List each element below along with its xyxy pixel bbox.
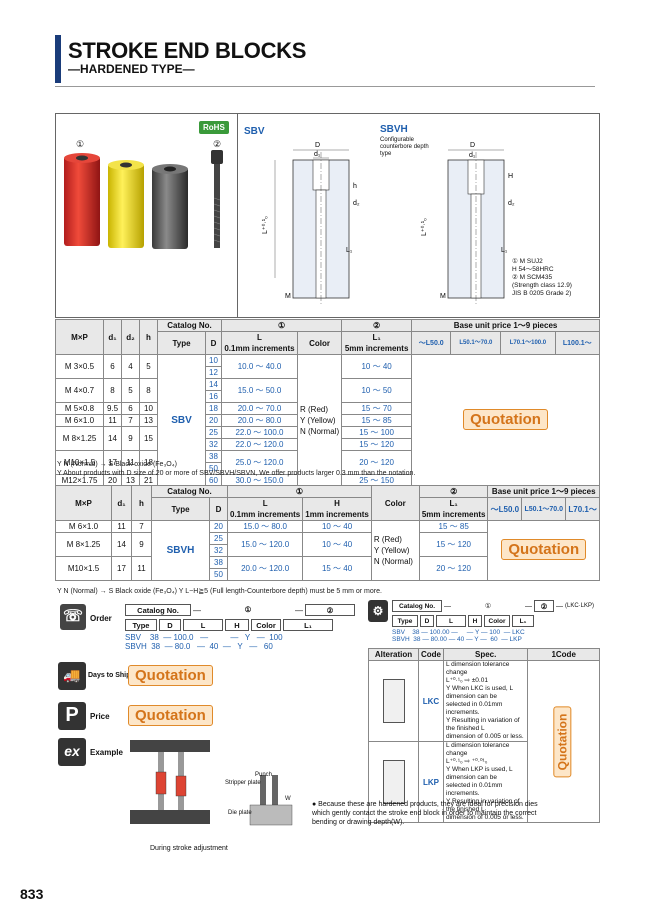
sbvh-drawing-note: Configurable counterbore depth type <box>380 137 429 157</box>
page-number: 833 <box>20 886 44 902</box>
col-h: h <box>139 319 158 355</box>
table1-quotation: Quotation <box>463 409 548 430</box>
red-block-photo <box>64 150 100 250</box>
alteration-quotation: Quotation <box>553 706 572 777</box>
technical-drawing-area <box>237 114 599 317</box>
col-c1: ① <box>220 319 343 332</box>
example-note: ● Because these are hardened products, t… <box>312 801 538 826</box>
table2-note: Y N (Normal) → S Black oxide (Fe₃O₄) Y L… <box>57 588 382 595</box>
col-catalog: Catalog No. <box>157 319 222 332</box>
table1-note-2: Y About products with D size of 20 or mo… <box>57 470 416 477</box>
dim-d: D <box>315 142 320 149</box>
svg-text:L₁: L₁ <box>501 247 508 254</box>
order-icon: ☏ <box>60 604 86 630</box>
dim-l1: L₁ <box>346 247 353 254</box>
col-d2: d₂ <box>121 319 140 355</box>
col-d1: d₁ <box>103 319 122 355</box>
order-label: Order <box>90 614 112 623</box>
svg-text:H: H <box>508 173 513 180</box>
dim-d1: d₁ <box>314 151 321 158</box>
table2-quotation: Quotation <box>501 539 587 560</box>
page-title: STROKE END BLOCKS <box>68 38 307 63</box>
col-c2: ② <box>341 319 413 332</box>
sbvh-drawing: D d₁ H d₂ L₁ L⁺⁰·¹₀ M <box>420 130 530 310</box>
days-to-ship-quotation: Quotation <box>128 665 213 686</box>
dim-l: L⁺⁰·¹₀ <box>261 216 269 234</box>
example-punch-label: Punch <box>255 772 273 778</box>
truck-icon: 🚚 <box>58 662 86 690</box>
page-subtitle: —HARDENED TYPE— <box>68 62 195 76</box>
sbv-drawing-label: SBV <box>244 126 265 137</box>
black-block-photo <box>152 161 188 253</box>
example-w-label: W <box>285 796 291 802</box>
table1-note-1: Y N (Normal) → S Black oxide (Fe₃O₄) <box>57 461 177 468</box>
sbvh-drawing-label: SBVH <box>380 124 408 135</box>
order-format: Catalog No. — ① — ② Type D L H Color L₁ … <box>125 604 360 651</box>
example-icon: ex <box>58 738 86 766</box>
col-mp: M×P <box>55 319 104 355</box>
dim-h: h <box>353 183 357 190</box>
svg-text:L⁺⁰·¹₀: L⁺⁰·¹₀ <box>420 218 428 236</box>
example-stripper-label: Stripper plate <box>225 780 261 786</box>
photo-label-1: ① <box>76 139 85 149</box>
product-overview-box <box>55 113 600 318</box>
sbv-drawing: D d₁ h d₂ L₁ L⁺⁰·¹₀ M <box>255 130 375 310</box>
photo-label-2: ② <box>213 139 222 149</box>
order-example-2: SBVH 38 — 80.0 — 40 — Y — 60 <box>125 642 273 651</box>
dim-m: M <box>285 293 291 300</box>
alteration-order-icon: ⚙ <box>368 600 388 622</box>
days-to-ship-label: Days to Ship <box>88 672 131 679</box>
sbv-spec-table: M×P d₁ d₂ h Catalog No. ① ② Base unit pr… <box>55 319 601 487</box>
sbvh-spec-table: M×P d₁ h Catalog No. ① Color ② Base unit… <box>55 485 600 581</box>
dim-d2: d₂ <box>353 200 360 207</box>
example-illustration <box>130 740 330 840</box>
price-label: Price <box>90 712 110 721</box>
materials-list: ① M SUJ2 H 54～58HRC ② M SCM435 (Strength… <box>512 258 572 297</box>
bolt-photo <box>207 148 227 250</box>
example-caption: During stroke adjustment <box>150 845 228 852</box>
price-icon: P <box>58 702 86 730</box>
order2-format: Catalog No.— ①— ②— (LKC·LKP) Type D L H … <box>392 600 595 643</box>
yellow-block-photo <box>108 157 144 252</box>
title-accent-bar <box>55 35 61 83</box>
header-divider <box>55 86 595 87</box>
svg-text:M: M <box>440 293 446 300</box>
example-label: Example <box>90 748 123 757</box>
rohs-badge: RoHS <box>199 121 229 134</box>
order-example-1: SBV 38 — 100.0 — — Y — 100 <box>125 633 283 642</box>
col-price: Base unit price 1～9 pieces <box>411 319 600 332</box>
svg-text:d₁: d₁ <box>469 152 476 159</box>
svg-text:d₂: d₂ <box>508 200 515 207</box>
price-quotation: Quotation <box>128 705 213 726</box>
svg-text:D: D <box>470 142 475 149</box>
example-die-label: Die plate <box>228 810 252 816</box>
